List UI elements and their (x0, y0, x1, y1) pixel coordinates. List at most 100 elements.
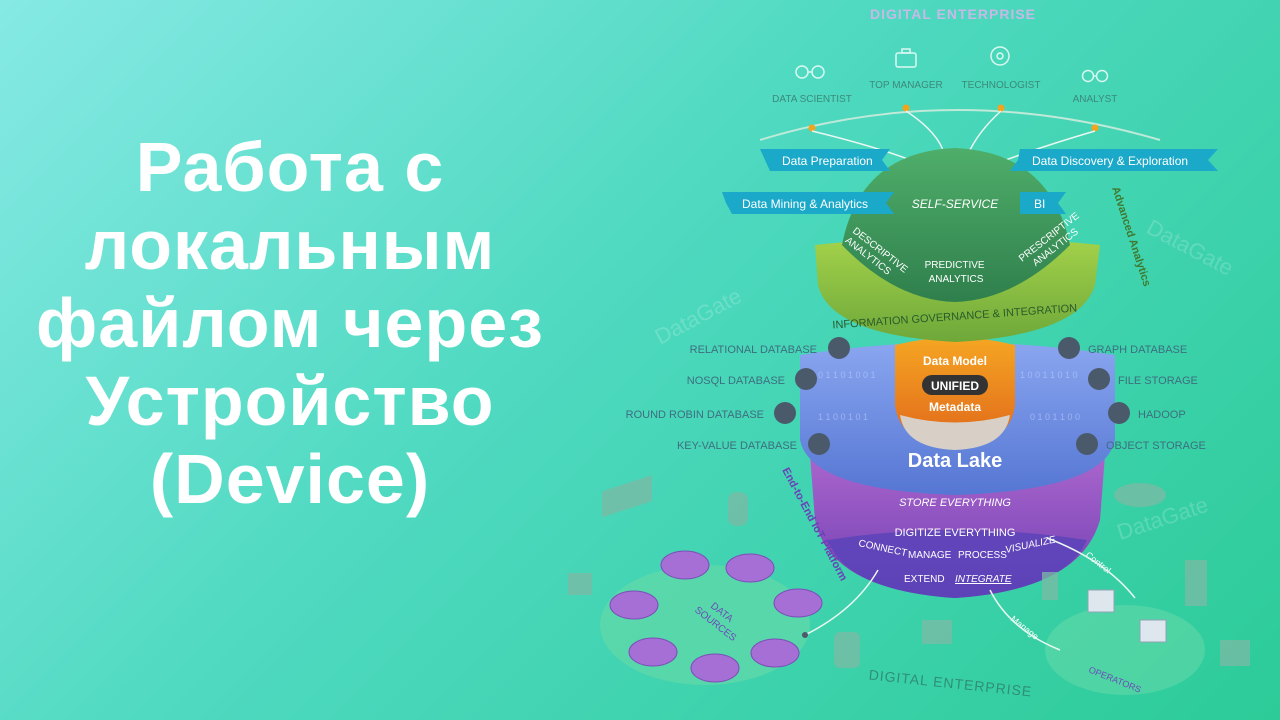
source-relational-database: RELATIONAL DATABASE (690, 337, 850, 359)
self-service-label: SELF-SERVICE (912, 197, 999, 211)
store-everything-label: STORE EVERYTHING (899, 497, 1011, 509)
grid-icon (795, 368, 817, 390)
roles-arc (759, 109, 1161, 141)
cabinet-icon (1042, 572, 1058, 600)
source-graph-database: GRAPH DATABASE (1058, 337, 1187, 359)
forklift-icon (1220, 640, 1250, 666)
source-label: KEY-VALUE DATABASE (677, 440, 797, 452)
title-line-3: файлом через (36, 284, 544, 362)
equipment-decor (568, 475, 1250, 668)
hadoop-icon (1108, 402, 1130, 424)
metadata-label: Metadata (929, 400, 981, 414)
thermometer-icon (609, 590, 659, 620)
digitize-everything-label: DIGITIZE EVERYTHING (895, 527, 1016, 539)
role-dot (997, 104, 1005, 112)
title-line-2: локальным (84, 206, 496, 284)
svg-text:0 1 1 0 1 0 0 1: 0 1 1 0 1 0 0 1 (818, 370, 876, 380)
monitor-icon (1087, 589, 1115, 613)
glasses-icon (795, 65, 825, 79)
page-title: Работа с локальным файлом через Устройст… (10, 128, 570, 518)
integrate-label: INTEGRATE (955, 574, 1012, 585)
network-icon (828, 337, 850, 359)
graph-icon (1058, 337, 1080, 359)
tank-icon (834, 632, 860, 668)
monitor-icon (1139, 619, 1167, 643)
source-label: FILE STORAGE (1118, 375, 1198, 387)
lock-icon (750, 638, 800, 668)
platform-diagram: DIGITAL ENTERPRISE DATA SCIENTIST TOP MA… (568, 6, 1250, 700)
extend-label: EXTEND (904, 574, 945, 585)
unified-label: UNIFIED (931, 379, 979, 393)
banner-data-discovery: Data Discovery & Exploration (1010, 149, 1218, 171)
data-model-label: Data Model (923, 354, 987, 368)
banner-label: Data Discovery & Exploration (1032, 154, 1188, 168)
banner-label: Data Preparation (782, 154, 873, 168)
banner-label: Data Mining & Analytics (742, 197, 868, 211)
top-enterprise-label: DIGITAL ENTERPRISE (870, 6, 1036, 22)
svg-text:1 0 0 1 1 0 1 0: 1 0 0 1 1 0 1 0 (1020, 370, 1078, 380)
sources-dot (802, 632, 808, 638)
iot-bowl-band (828, 530, 1087, 598)
svg-text:0 1 0 1 1 0 0: 0 1 0 1 1 0 0 (1030, 412, 1080, 422)
source-nosql-database: NOSQL DATABASE (687, 368, 817, 390)
phone-icon (725, 553, 775, 583)
role-analyst: ANALYST (1073, 69, 1117, 132)
title-line-4: Устройство (85, 362, 495, 440)
bulb-icon (660, 550, 710, 580)
predictive-label: PREDICTIVE ANALYTICS (925, 260, 988, 285)
signal-icon (773, 588, 823, 618)
role-dot (902, 104, 910, 112)
banner-label: BI (1034, 197, 1045, 211)
unified-badge (922, 375, 988, 395)
source-key-value-database: KEY-VALUE DATABASE (677, 433, 830, 455)
source-label: RELATIONAL DATABASE (690, 344, 817, 356)
data-source-discs (609, 550, 823, 683)
list-icon (808, 433, 830, 455)
core-base (900, 415, 1010, 450)
database-icon (728, 492, 748, 526)
server-icon (602, 475, 652, 518)
source-label: OBJECT STORAGE (1106, 440, 1206, 452)
self-service-dome (842, 148, 1070, 302)
operator-workstations (1087, 589, 1167, 643)
cubes-icon (1076, 433, 1098, 455)
crane-icon (568, 573, 592, 595)
source-label: ROUND ROBIN DATABASE (626, 409, 764, 421)
globe-icon (690, 653, 740, 683)
source-object-storage: OBJECT STORAGE (1076, 433, 1206, 455)
robot-arm-icon (1185, 560, 1207, 606)
source-label: NOSQL DATABASE (687, 375, 785, 387)
control-arrow (1046, 537, 1136, 599)
role-dot (808, 124, 816, 132)
process-label: PROCESS (958, 550, 1007, 561)
watermark: DataGate (651, 283, 746, 349)
bottom-enterprise-label: DIGITAL ENTERPRISE (868, 666, 1033, 699)
tag-icon (628, 637, 678, 667)
cylinder-icon (1114, 483, 1166, 507)
title-line-5: (Device) (149, 440, 431, 518)
role-label: DATA SCIENTIST (772, 94, 852, 105)
role-label: TOP MANAGER (869, 80, 943, 91)
briefcase-icon (895, 48, 917, 68)
manage-arrow (989, 589, 1061, 651)
gear-icon (990, 46, 1010, 66)
source-round-robin-database: ROUND ROBIN DATABASE (626, 402, 796, 424)
banner-bi: BI (1020, 192, 1066, 214)
title-line-1: Работа с (135, 128, 445, 206)
role-top-manager: TOP MANAGER (869, 48, 943, 112)
binary-pattern: 0 1 1 0 1 0 0 1 1 0 0 1 1 0 1 0 1 1 0 0 … (818, 370, 1080, 422)
role-dot (1091, 124, 1099, 132)
role-data-scientist: DATA SCIENTIST (772, 65, 852, 132)
banner-data-mining: Data Mining & Analytics (722, 192, 894, 214)
watermark: DataGate (1143, 214, 1238, 280)
role-label: TECHNOLOGIST (962, 80, 1041, 91)
svg-text:1 1 0 0 1 0 1: 1 1 0 0 1 0 1 (818, 412, 868, 422)
source-file-storage: FILE STORAGE (1088, 368, 1198, 390)
machine-icon (922, 620, 952, 644)
circle-dots-icon (774, 402, 796, 424)
data-lake-label: Data Lake (908, 450, 1003, 472)
source-label: HADOOP (1138, 409, 1186, 421)
manage-label: MANAGE (908, 550, 952, 561)
source-label: GRAPH DATABASE (1088, 344, 1187, 356)
glasses-icon (1081, 69, 1109, 83)
